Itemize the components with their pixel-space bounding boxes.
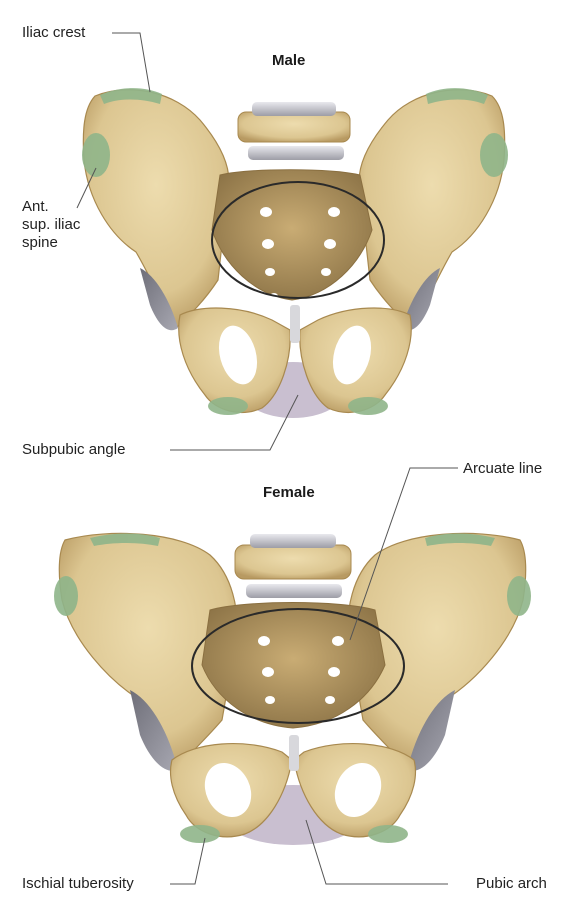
iliac-crest-leader xyxy=(112,33,150,92)
ischial-tuberosity-leader xyxy=(170,838,205,884)
male-intervertebral-disc xyxy=(252,102,336,116)
female-lumbar-vertebra xyxy=(235,545,351,579)
male-disc-lower xyxy=(248,146,344,160)
pubic-arch-label: Pubic arch xyxy=(476,875,547,893)
male-lumbar-vertebra xyxy=(238,112,350,142)
arcuate-line-label: Arcuate line xyxy=(463,460,542,478)
iliac-crest-label: Iliac crest xyxy=(22,24,85,42)
female-title: Female xyxy=(263,484,315,501)
female-disc-lower xyxy=(246,584,342,598)
ant-sup-iliac-spine-line-2: sup. iliac xyxy=(22,216,80,234)
male-pubic-symphysis xyxy=(290,305,300,343)
male-pelvis-illustration xyxy=(82,88,508,418)
female-intervertebral-disc xyxy=(250,534,336,548)
ant-sup-iliac-spine-line-1: Ant. xyxy=(22,198,80,216)
subpubic-angle-label: Subpubic angle xyxy=(22,441,125,459)
female-pelvis-illustration xyxy=(54,533,531,845)
male-title: Male xyxy=(272,52,305,69)
ischial-tuberosity-label: Ischial tuberosity xyxy=(22,875,134,893)
female-pubic-symphysis xyxy=(289,735,299,771)
ant-sup-iliac-spine-label: Ant. sup. iliac spine xyxy=(22,198,80,252)
ant-sup-iliac-spine-line-3: spine xyxy=(22,234,80,252)
